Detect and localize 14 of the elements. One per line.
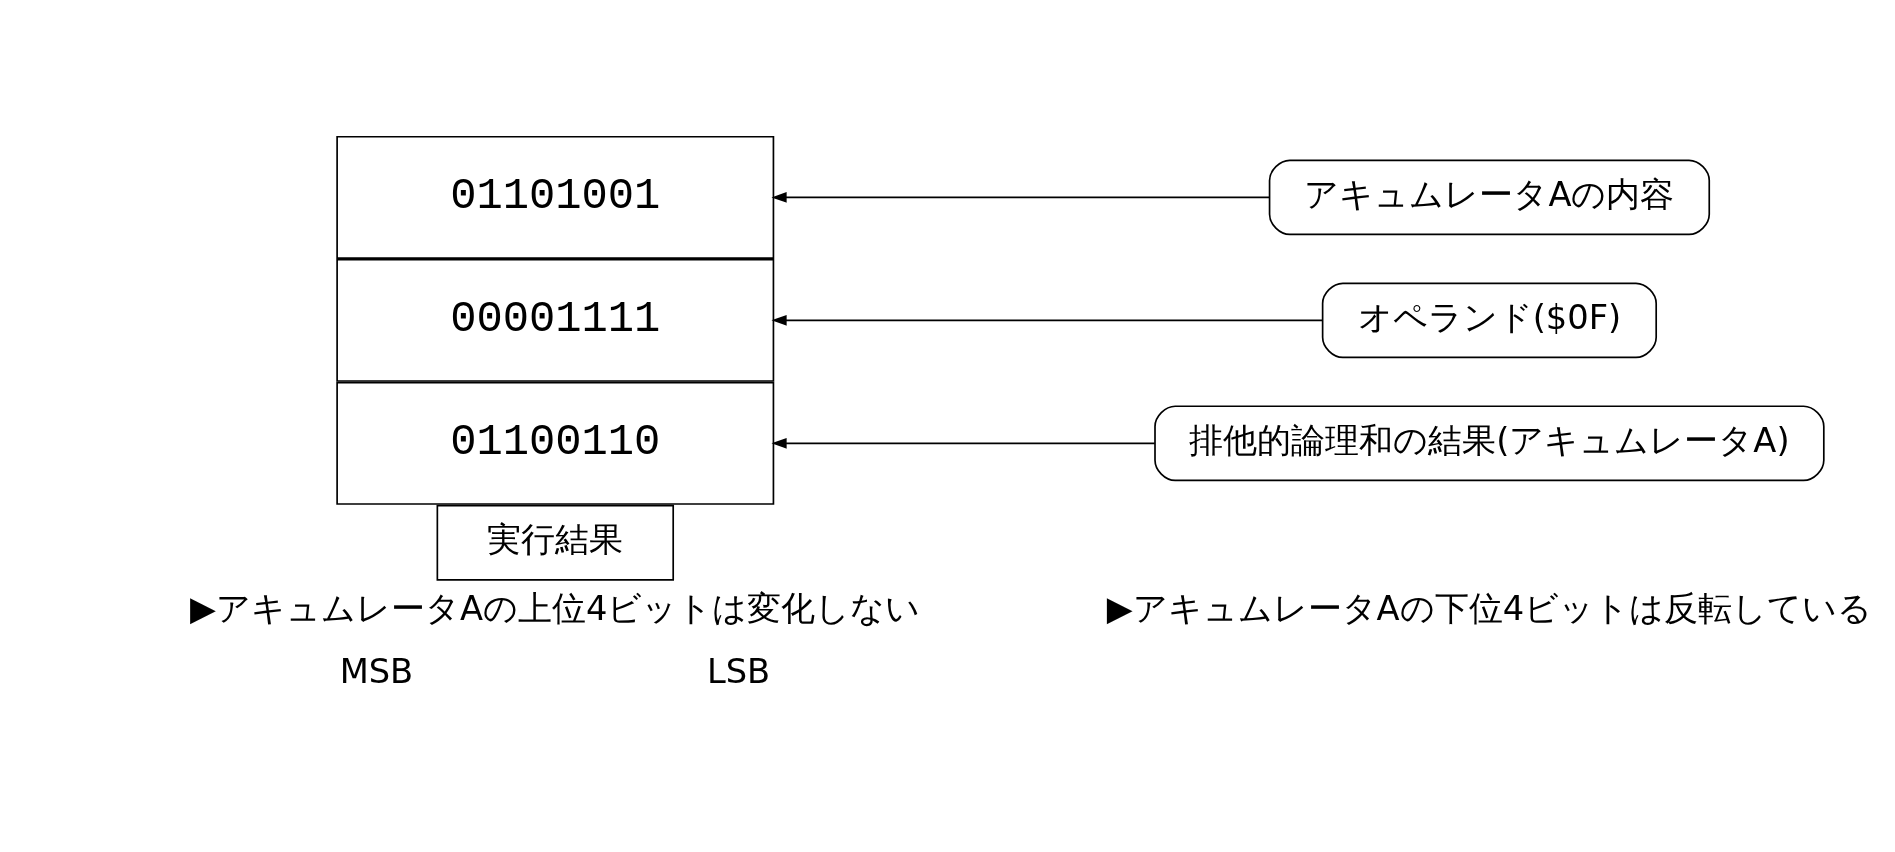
node-box: 01101001	[336, 135, 775, 259]
label: MSB	[339, 651, 414, 691]
label: ▶アキュムレータAの上位4ビットは変化しない	[190, 589, 921, 629]
arrow	[771, 315, 1323, 326]
node-box: 01100110	[336, 381, 775, 505]
arrow	[771, 438, 1156, 449]
arrow	[771, 192, 1271, 203]
node-box: アキュムレータAの内容	[1268, 159, 1711, 236]
node-box: 排他的論理和の結果(アキュムレータA)	[1154, 405, 1825, 482]
node-box: オペランド($0F)	[1321, 282, 1658, 359]
label: ▶アキュムレータAの下位4ビットは反転している	[1106, 589, 1873, 629]
node-box: 実行結果	[436, 504, 675, 581]
node-box: 00001111	[336, 258, 775, 382]
label: LSB	[706, 651, 771, 691]
